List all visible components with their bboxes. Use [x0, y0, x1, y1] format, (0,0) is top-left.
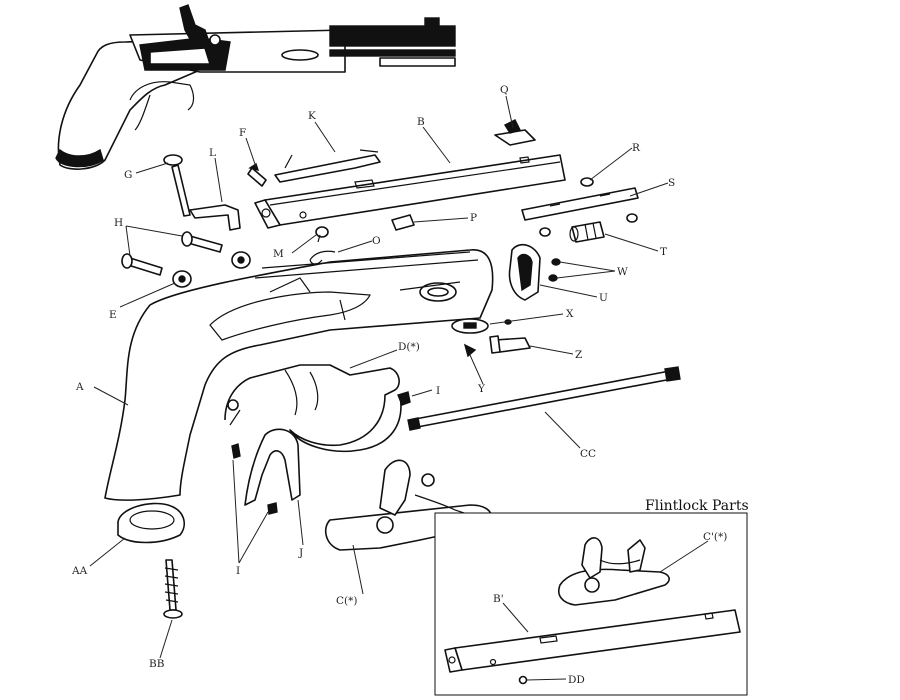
leader-lines	[89, 95, 669, 659]
stock-part-a	[104, 249, 494, 501]
flintlock-part-c-prime	[558, 537, 670, 606]
butt-screw-part-bb	[163, 559, 183, 619]
trigger-part-j	[244, 428, 301, 506]
label-z: Z	[575, 349, 582, 361]
barrel-part-b-prime	[444, 609, 741, 673]
escutcheon-part-x	[451, 318, 512, 334]
label-k: K	[308, 110, 316, 122]
label-u: U	[599, 292, 608, 304]
tenon-part-t	[569, 221, 605, 243]
screw-part-g	[163, 154, 191, 217]
label-e: E	[109, 309, 117, 321]
bolt-part-f	[247, 162, 267, 187]
trigger-guard-part-d	[224, 364, 402, 453]
washer-part-e	[172, 251, 251, 288]
label-w: W	[617, 266, 628, 278]
label-aa: AA	[71, 565, 88, 577]
label-i-upper: I	[436, 385, 440, 397]
label-q: Q	[500, 84, 509, 96]
label-o: O	[372, 235, 381, 247]
bracket-part-l	[189, 204, 241, 231]
label-t: T	[660, 246, 667, 258]
label-m: M	[273, 248, 284, 260]
screws-part-r	[539, 177, 638, 237]
inset-title: Flintlock Parts	[645, 498, 749, 514]
label-b-prime: B'	[493, 593, 504, 605]
screw-part-dd	[518, 675, 528, 685]
label-bb: BB	[149, 658, 165, 670]
screw-part-m	[315, 226, 329, 243]
ramrod-part-cc	[407, 366, 681, 431]
pin-part-y	[463, 343, 477, 358]
label-a: A	[75, 381, 84, 393]
label-h: H	[114, 217, 123, 229]
front-sight-part-q	[494, 119, 536, 146]
assembled-pistol-illustration	[55, 4, 456, 170]
rib-part-s	[521, 187, 639, 221]
spring-part-o	[309, 250, 336, 265]
label-s: S	[668, 177, 675, 189]
label-c: C(*)	[336, 595, 357, 607]
label-b: B	[417, 116, 425, 128]
spring-part-k	[274, 149, 381, 183]
flintlock-parts-inset: Flintlock Parts	[434, 498, 749, 696]
label-p: P	[470, 212, 477, 224]
butt-cap-part-aa	[117, 502, 185, 544]
key-part-z	[489, 335, 531, 354]
screws-part-i	[231, 391, 411, 515]
label-y: Y	[477, 383, 486, 395]
barrel-part-b	[254, 154, 566, 229]
label-j: J	[298, 547, 303, 559]
label-dd: DD	[568, 674, 585, 686]
label-f: F	[239, 127, 246, 139]
label-c-prime: C'(*)	[703, 531, 727, 543]
label-i-lower: I	[236, 565, 240, 577]
screw-part-h	[121, 231, 223, 276]
label-cc: CC	[580, 448, 596, 460]
label-l: L	[209, 147, 216, 159]
part-p	[391, 214, 415, 231]
label-x: X	[566, 308, 574, 320]
label-r: R	[632, 142, 641, 154]
part-labels: A B C(*) CC D(*) E F G H I I J K L M O P…	[71, 84, 727, 686]
nose-cap-part-u	[508, 243, 541, 301]
label-d: D(*)	[398, 341, 420, 353]
label-g: G	[124, 169, 132, 181]
